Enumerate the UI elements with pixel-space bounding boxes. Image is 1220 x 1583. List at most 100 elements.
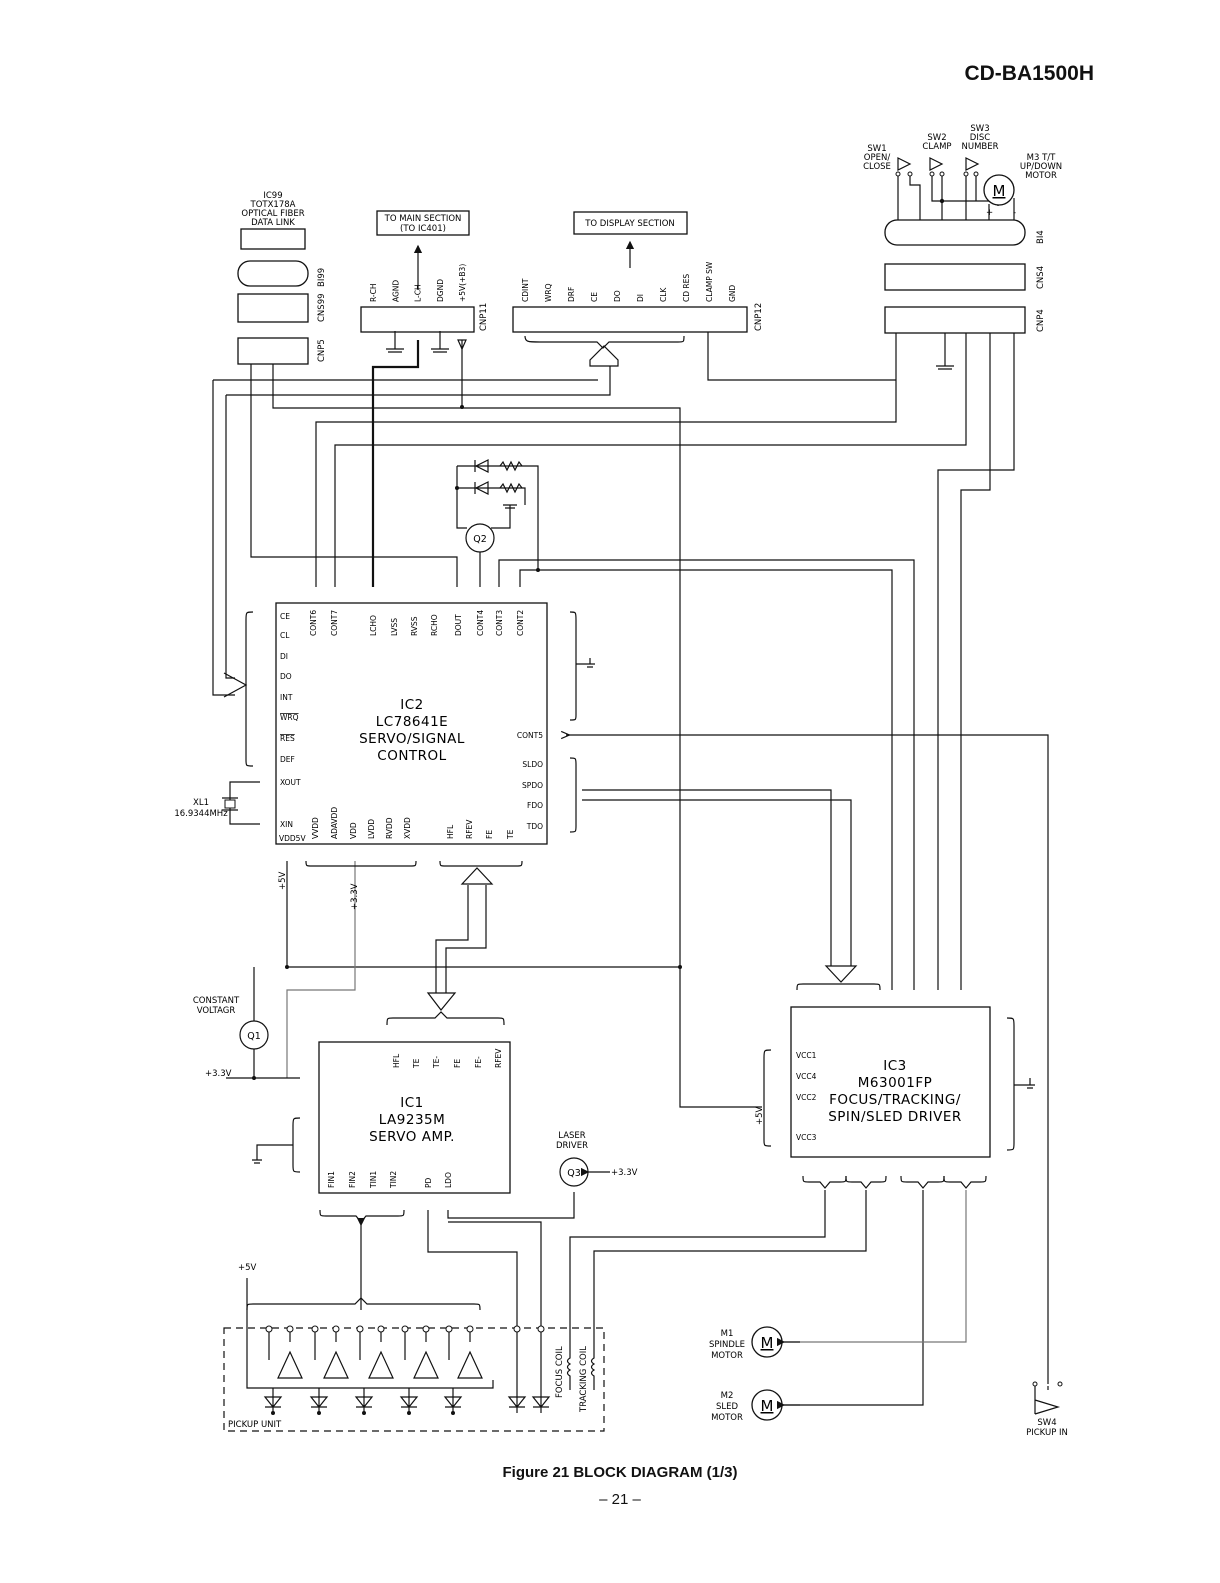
svg-text:M: M: [761, 1334, 774, 1352]
ic1-bottom-signal: PD: [424, 1177, 433, 1188]
cns99-label: CNS99: [317, 293, 327, 322]
cnp12-signal: CLK: [659, 287, 668, 302]
ic99-label: IC99: [263, 191, 282, 201]
ic2-bottom-signal: XVDD: [403, 817, 412, 839]
pickup-terminal: [356, 1325, 364, 1333]
ic2-top-signal: CONT4: [476, 610, 485, 636]
q2-transistor: Q2: [455, 459, 540, 572]
ic2-top-signal: CONT2: [516, 610, 525, 636]
pickup-amplifier: [448, 1332, 483, 1379]
svg-text:SPINDLE: SPINDLE: [709, 1340, 745, 1350]
ic2-top-signal: CONT3: [495, 610, 504, 636]
q1-constant-voltage: CONSTANT VOLTAGR Q1: [193, 996, 269, 1050]
svg-text:PICKUP IN: PICKUP IN: [1026, 1428, 1068, 1438]
svg-text:M2: M2: [721, 1391, 734, 1401]
svg-text:IC1: IC1: [400, 1095, 424, 1111]
ic1-top-signal: TE: [412, 1058, 421, 1069]
cnp12-signal: CDINT: [521, 278, 530, 302]
ic2-left-signal: DI: [280, 652, 288, 661]
cnp11-signal: DGND: [436, 279, 445, 302]
vdd5v-label: VDD5V: [279, 834, 306, 843]
svg-text:LASER: LASER: [558, 1131, 586, 1141]
ic2-top-signal: DOUT: [454, 614, 463, 636]
model-number: CD-BA1500H: [964, 62, 1094, 85]
bi4-label: BI4: [1036, 230, 1046, 244]
ic2-left-signal: CE: [280, 612, 290, 621]
bi99-label: BI99: [317, 268, 327, 287]
display-section-box: TO DISPLAY SECTION: [573, 211, 688, 268]
svg-text:+3.3V: +3.3V: [350, 883, 360, 910]
svg-text:+3.3V: +3.3V: [611, 1168, 638, 1178]
svg-text:+5V: +5V: [278, 871, 288, 890]
pickup-terminal: [265, 1325, 273, 1333]
pickup-terminal: [513, 1325, 521, 1333]
svg-text:SW4: SW4: [1037, 1418, 1056, 1428]
ic2-right-signal: TDO: [526, 822, 543, 831]
svg-text:PICKUP UNIT: PICKUP UNIT: [228, 1420, 282, 1430]
ic99-desc1: OPTICAL FIBER: [241, 209, 304, 219]
ic3-left-signal: VCC1: [796, 1051, 817, 1060]
ic2-top-signal: RVSS: [410, 616, 419, 636]
svg-text:MOTOR: MOTOR: [711, 1413, 743, 1423]
ic2-right-signal: SLDO: [522, 760, 543, 769]
ic1-bottom-signal: LDO: [444, 1172, 453, 1188]
ic1-bottom-signal: TIN2: [389, 1171, 398, 1189]
svg-text:(TO IC401): (TO IC401): [400, 224, 446, 234]
m3-motor-icon: [983, 174, 1015, 206]
svg-text:Q2: Q2: [473, 534, 487, 545]
svg-text:SERVO/SIGNAL: SERVO/SIGNAL: [359, 731, 465, 747]
pickup-amplifier: [268, 1332, 303, 1379]
ic2-top-signal: LCHO: [369, 615, 378, 636]
ic99-part: TOTX178A: [250, 200, 296, 210]
svg-text:M: M: [761, 1397, 774, 1415]
cnp4-label: CNP4: [1036, 309, 1046, 332]
ic99-block: IC99 TOTX178A OPTICAL FIBER DATA LINK BI…: [237, 191, 327, 365]
svg-text:Q1: Q1: [247, 1031, 261, 1042]
svg-text:LA9235M: LA9235M: [379, 1112, 446, 1128]
sw2-label: SW2: [927, 133, 946, 143]
ic2-left-signal: DEF: [280, 755, 295, 764]
photodiode-icon: [354, 1388, 374, 1413]
ic1-top-signal: TE-: [432, 1056, 441, 1069]
main-section-box: TO MAIN SECTION (TO IC401): [376, 210, 470, 290]
svg-text:M: M: [993, 182, 1006, 200]
ic2-bottom-signal: VDD: [349, 822, 358, 839]
ic2-left-signal: DO: [280, 672, 292, 681]
cnp11-signal: L-CH: [414, 284, 423, 302]
ic3-left-signal: VCC3: [796, 1133, 817, 1142]
svg-text:NUMBER: NUMBER: [961, 142, 998, 152]
photodiode-icon: [443, 1388, 463, 1413]
ic2-bottom-signal: VVDD: [311, 817, 320, 839]
cnp11-signal: R-CH: [369, 284, 378, 303]
svg-text:MOTOR: MOTOR: [1025, 171, 1057, 181]
cnp12-signal: CE: [590, 292, 599, 302]
svg-text:M63001FP: M63001FP: [858, 1075, 933, 1091]
svg-text:Q3: Q3: [567, 1168, 581, 1179]
ic3-left-signal: VCC4: [796, 1072, 817, 1081]
pickup-terminal: [311, 1325, 319, 1333]
svg-text:SLED: SLED: [716, 1402, 739, 1412]
ic2-bottom-signal: HFL: [446, 824, 455, 839]
ic2-left-signal: WRQ: [280, 713, 299, 722]
laser-diode-icon: [531, 1332, 551, 1413]
svg-text:TO DISPLAY SECTION: TO DISPLAY SECTION: [584, 219, 675, 229]
ic3-left-signal: VCC2: [796, 1093, 817, 1102]
cnp12-signal: WRQ: [544, 283, 553, 302]
ic1-top-signal: RFEV: [494, 1048, 503, 1068]
ic1-top-signal: FE: [453, 1059, 462, 1068]
ic2-left-signal: INT: [280, 693, 293, 702]
ic1-bottom-signal: FIN2: [348, 1171, 357, 1188]
pickup-amplifier: [314, 1332, 349, 1379]
pickup-terminal: [422, 1325, 430, 1333]
cnp12-signal: CD RES: [682, 274, 691, 302]
ic2-left-signal: CL: [280, 631, 290, 640]
svg-text:DISC: DISC: [970, 133, 990, 143]
cnp12-signal: CLAMP SW: [705, 261, 714, 302]
ic2-bottom-signal: LVDD: [367, 819, 376, 839]
svg-text:XL1: XL1: [193, 798, 209, 808]
cnp11-signal: +5V(+B3): [458, 264, 467, 302]
svg-text:LC78641E: LC78641E: [376, 714, 448, 730]
svg-text:OPEN/: OPEN/: [864, 153, 891, 163]
